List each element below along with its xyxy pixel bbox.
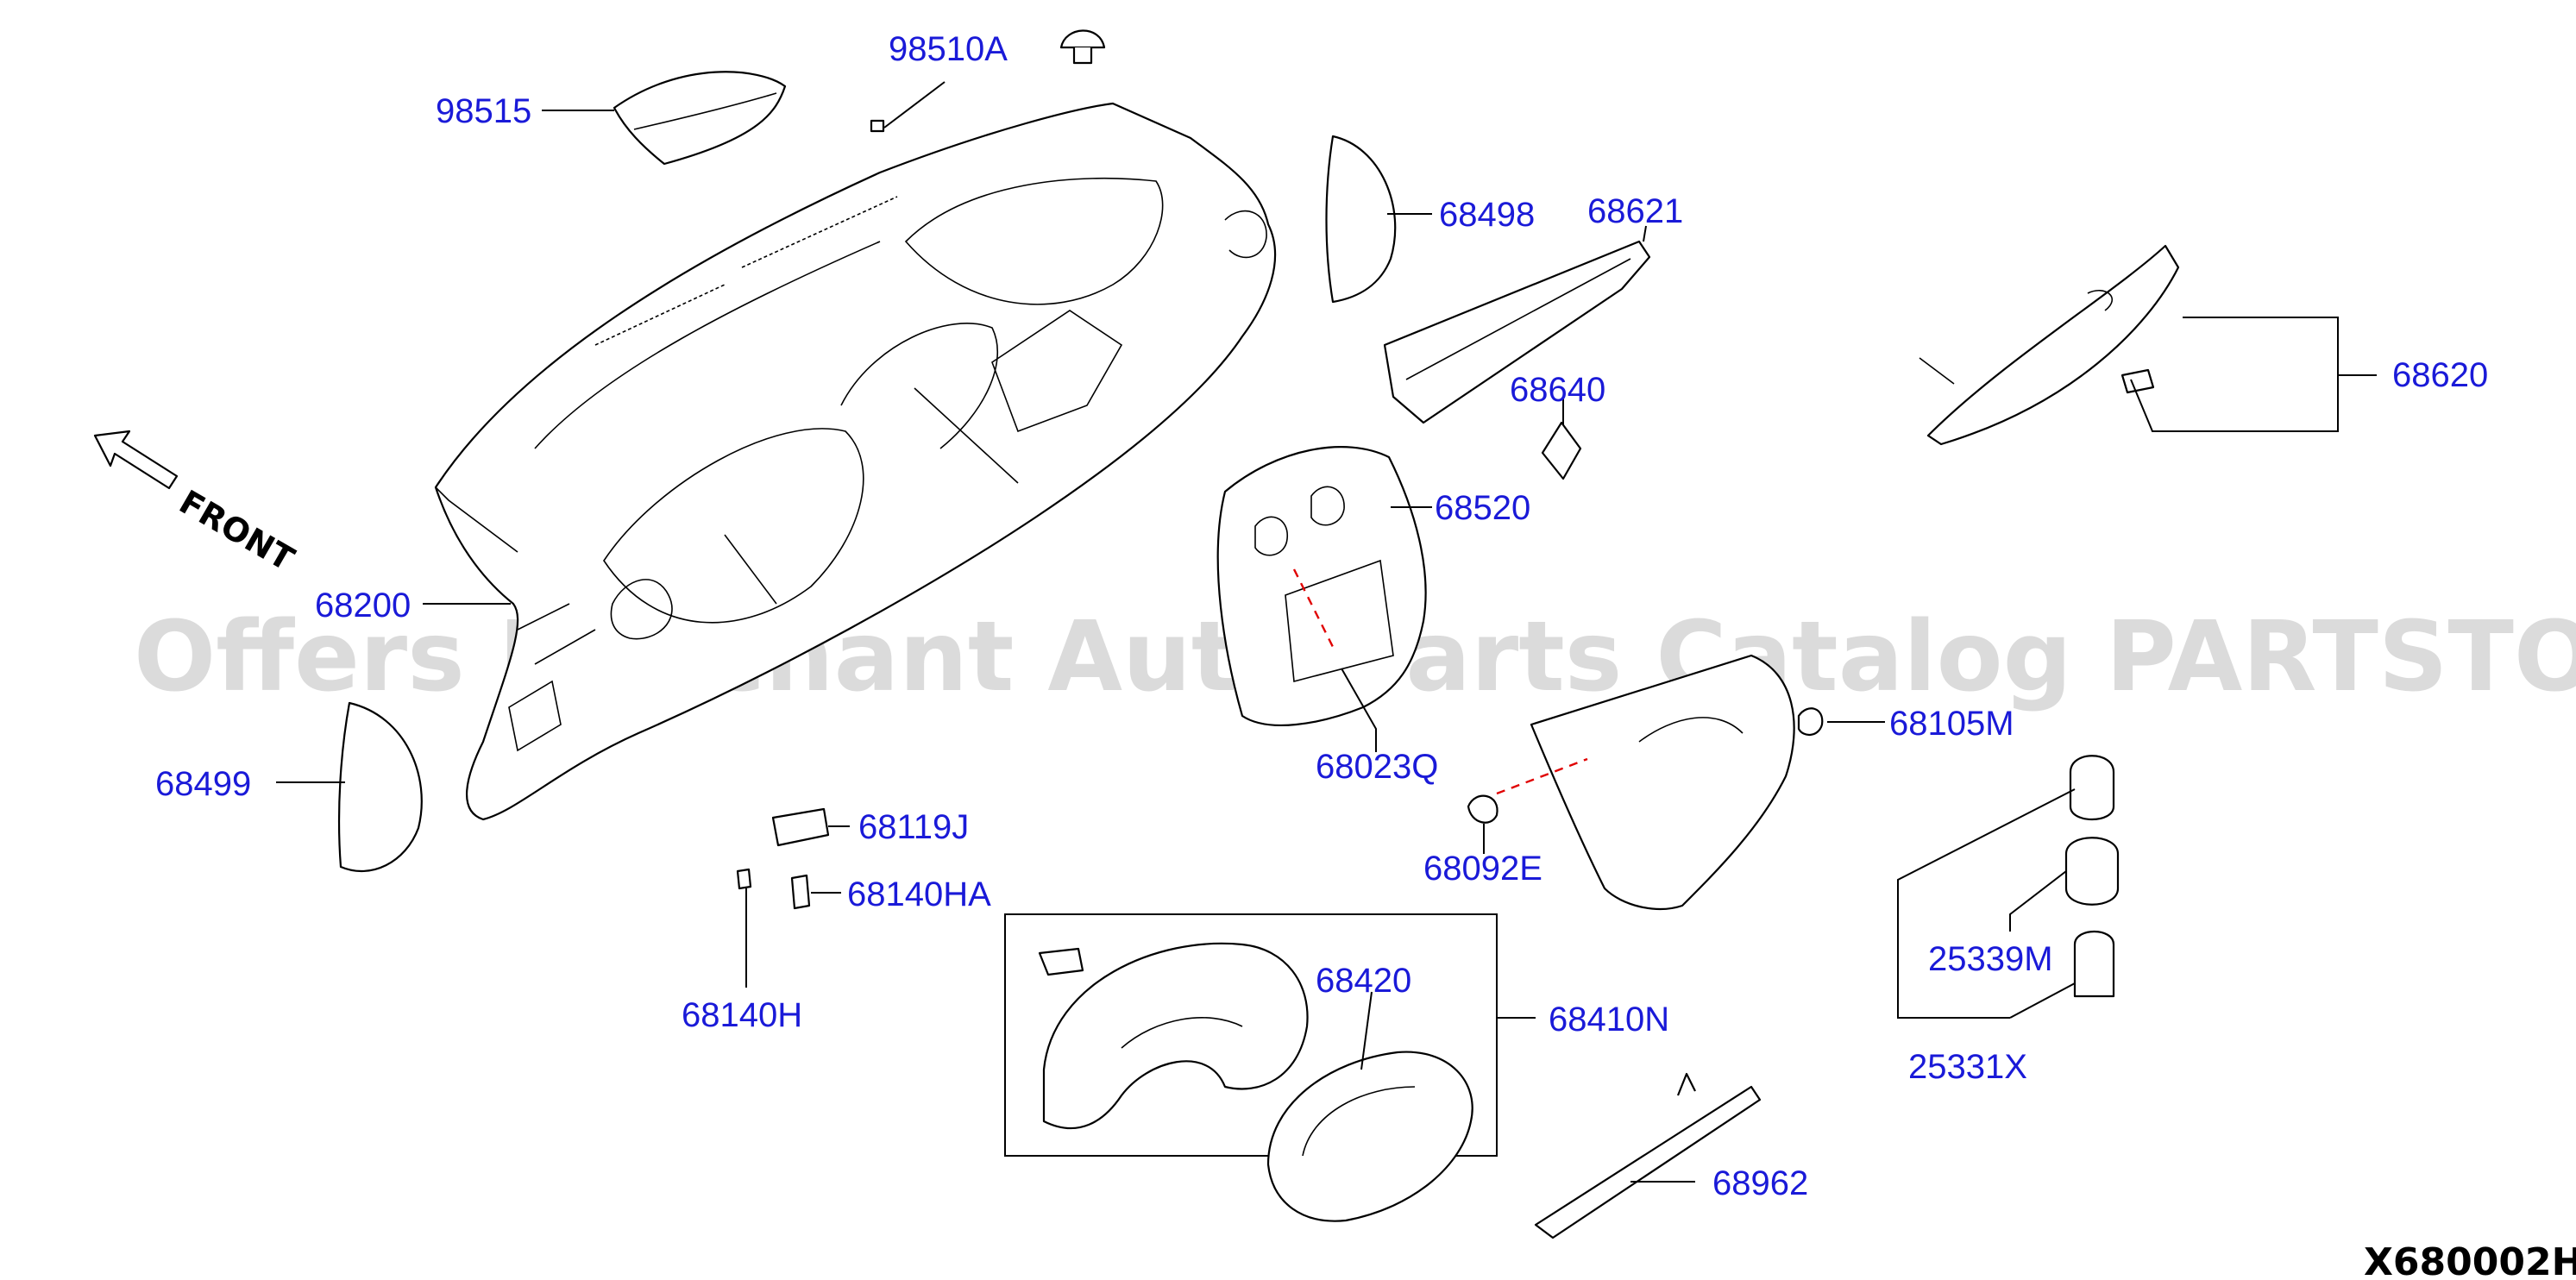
part-68499-side-cover (337, 701, 423, 873)
part-68410N-meter-hood (1038, 942, 1309, 1130)
label-68410N[interactable]: 68410N (1549, 1001, 1669, 1038)
label-68520[interactable]: 68520 (1435, 489, 1530, 527)
front-label: FRONT (173, 483, 301, 579)
label-25339M[interactable]: 25339M (1928, 940, 2053, 978)
part-68140HA-cap (790, 874, 811, 910)
part-68092E-clip (1467, 794, 1498, 824)
label-68621[interactable]: 68621 (1587, 192, 1683, 230)
part-68140H-cap (736, 868, 752, 890)
part-68420-meter (1266, 1051, 1473, 1222)
label-68200[interactable]: 68200 (315, 587, 411, 624)
label-68140H[interactable]: 68140H (682, 996, 802, 1034)
part-68621-lid (1383, 240, 1651, 424)
part-68962-bracket (1534, 1072, 1762, 1239)
part-68498-side-cover (1325, 135, 1397, 304)
label-68640[interactable]: 68640 (1510, 371, 1605, 409)
part-25339M-socket (2064, 755, 2120, 906)
label-68092E[interactable]: 68092E (1423, 850, 1542, 888)
diagram-code: X680002H (2364, 1240, 2576, 1280)
part-68200-instrument-panel (434, 102, 1277, 821)
part-68119J-pad (771, 807, 830, 847)
label-68105M[interactable]: 68105M (1889, 705, 2014, 743)
part-98510A-clip (870, 29, 1106, 133)
label-98510A[interactable]: 98510A (889, 30, 1008, 68)
part-68620-glove-box (1919, 244, 2180, 446)
meter-group-box (1004, 913, 1498, 1157)
leader-lines (276, 81, 2377, 1183)
part-25331X-lighter (2073, 930, 2115, 998)
label-68119J[interactable]: 68119J (858, 808, 969, 846)
label-68620[interactable]: 68620 (2392, 356, 2488, 394)
label-68023Q[interactable]: 68023Q (1316, 748, 1438, 786)
label-68962[interactable]: 68962 (1712, 1164, 1808, 1202)
label-68140HA[interactable]: 68140HA (847, 875, 991, 913)
label-98515[interactable]: 98515 (436, 92, 531, 130)
part-68105M-lower-cover (1530, 654, 1824, 911)
part-68640-clip (1541, 421, 1582, 480)
part-98515-cover (613, 71, 787, 166)
label-25331X[interactable]: 25331X (1908, 1048, 2027, 1086)
front-arrow-icon: FRONT (93, 430, 301, 579)
label-68420[interactable]: 68420 (1316, 962, 1411, 1000)
label-68499[interactable]: 68499 (155, 765, 251, 803)
part-68520-finisher (1216, 446, 1427, 727)
label-68498[interactable]: 68498 (1439, 196, 1535, 234)
